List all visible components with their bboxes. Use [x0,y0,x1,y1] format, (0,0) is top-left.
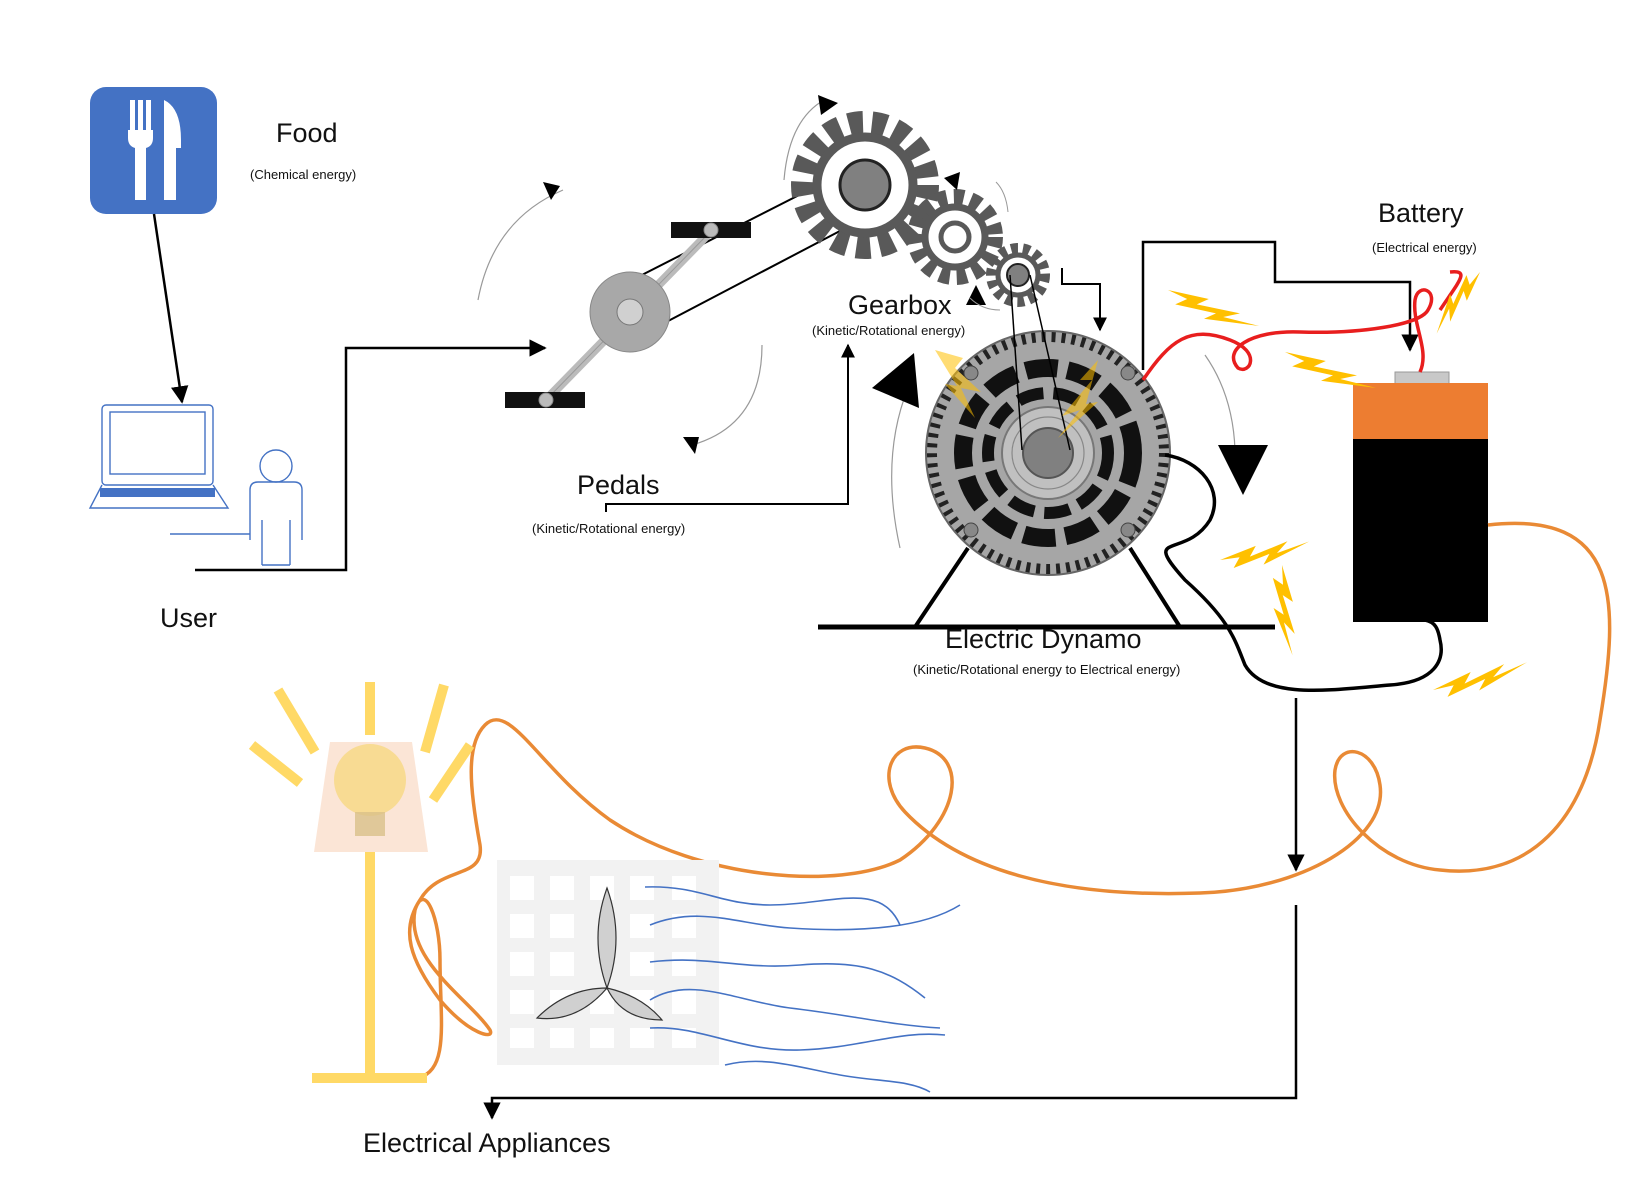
food-energy-label: (Chemical energy) [250,167,357,182]
dynamo-icon [818,274,1275,630]
pedals-energy-label: (Kinetic/Rotational energy) [532,521,686,536]
food-icon [90,87,217,214]
red-wire [1141,270,1463,381]
user-to-pedals-arrow [195,339,547,572]
orange-wire [407,521,1612,1080]
pedals-to-gearbox-arrow [605,343,855,512]
gearbox-energy-label: (Kinetic/Rotational energy) [812,323,966,338]
dynamo-energy-label: (Kinetic/Rotational energy to Electrical… [913,662,1181,677]
black-wire [1164,453,1443,692]
pedals-title: Pedals [577,470,660,500]
gearbox-title: Gearbox [848,290,952,320]
battery-title: Battery [1378,198,1464,228]
fan-icon [497,860,719,1065]
dynamo-to-battery-line [1141,240,1419,370]
air-flow-lines [644,886,961,1093]
battery-icon [1353,371,1488,622]
gear-icon [783,95,1050,311]
to-appliances-arrow [483,905,1298,1120]
dynamo-title: Electric Dynamo [945,624,1142,654]
food-title: Food [276,118,338,148]
food-to-user-arrow [152,213,189,404]
appliances-title: Electrical Appliances [363,1128,611,1158]
lamp-icon [248,682,475,1083]
user-title: User [160,603,218,633]
battery-energy-label: (Electrical energy) [1372,240,1477,255]
gearbox-to-dynamo-arrow [1061,268,1107,332]
user-at-computer-icon [88,404,303,566]
pedals-icon [477,161,881,454]
